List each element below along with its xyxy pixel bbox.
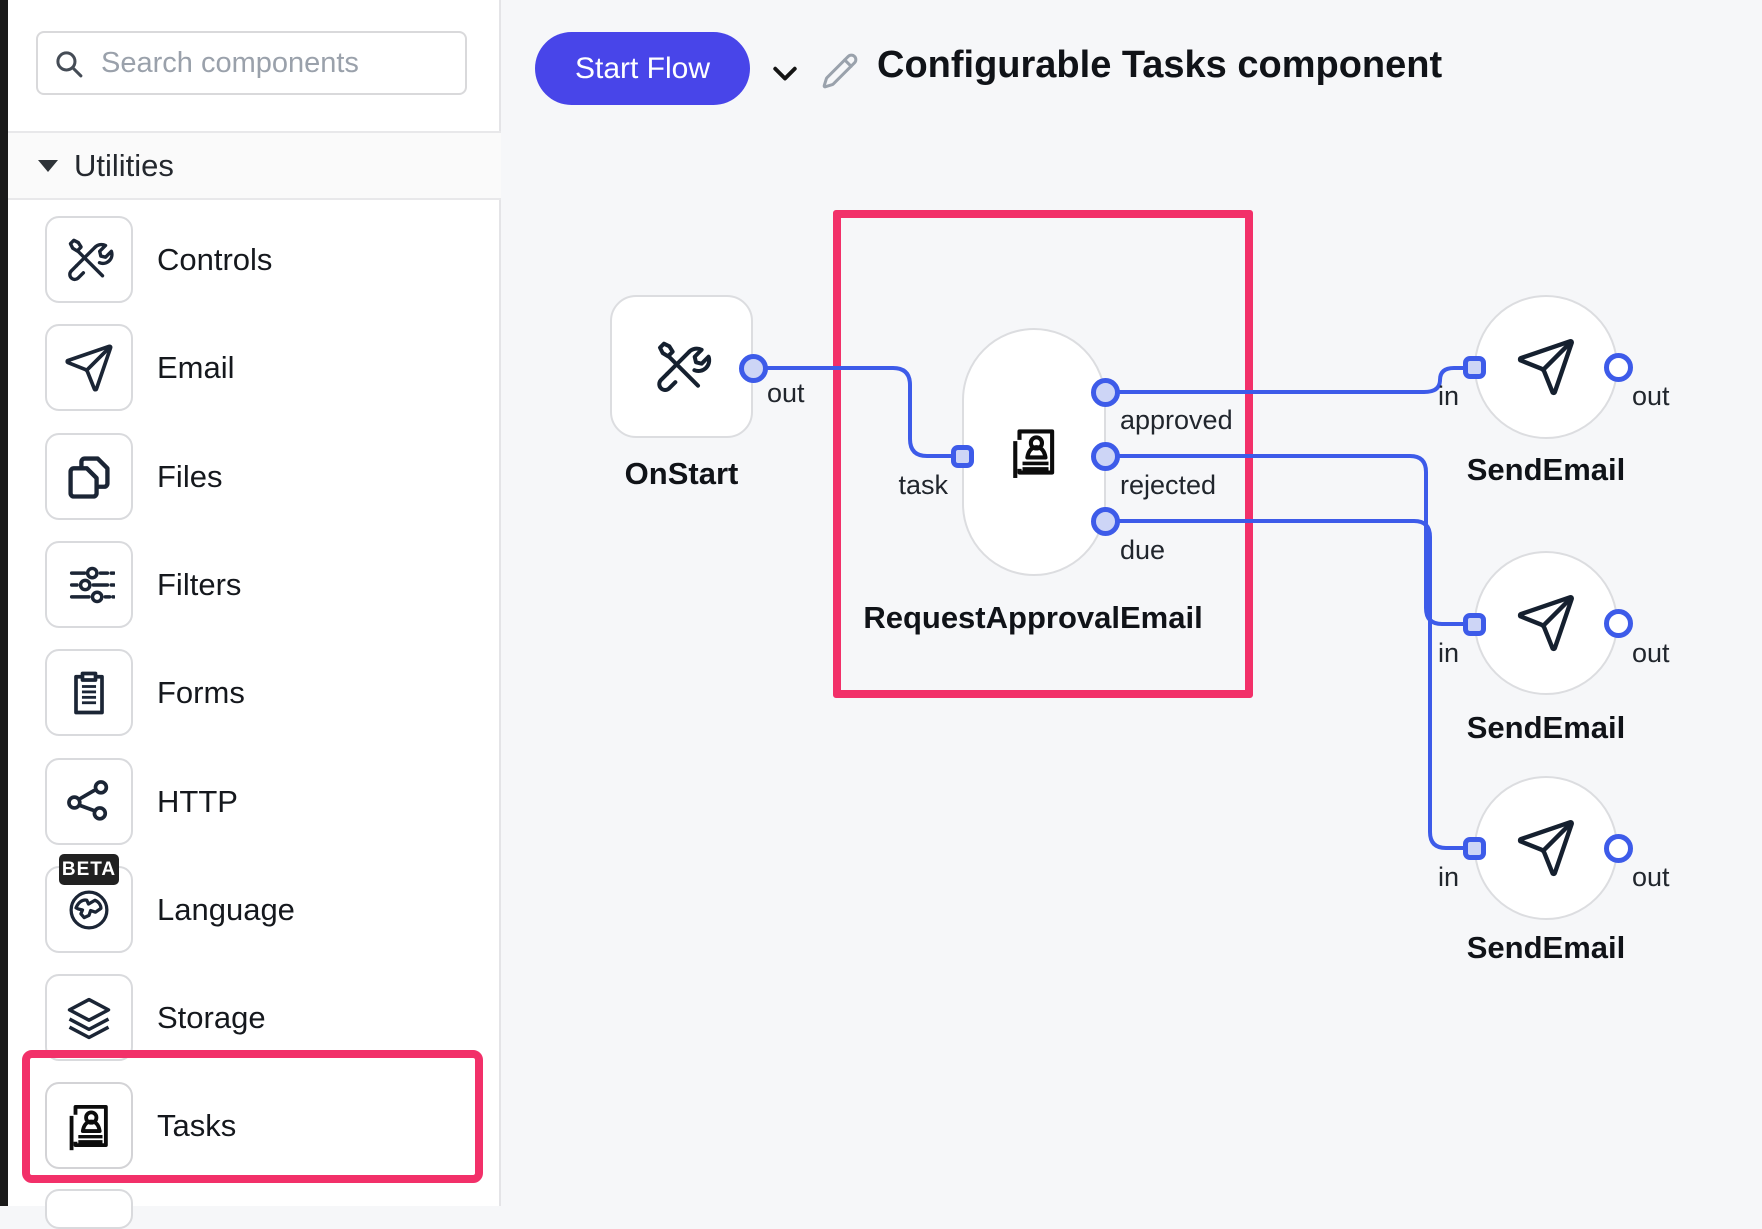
sidebar-item-label: Files [157, 459, 223, 494]
clipboard-icon [63, 667, 115, 719]
copy-pages-icon [63, 451, 115, 503]
node-sendemail-2[interactable] [1474, 551, 1618, 695]
node-request-approval-email[interactable] [962, 328, 1106, 576]
page-title: Configurable Tasks component [877, 44, 1443, 86]
sidebar-item-controls[interactable]: Controls [0, 216, 501, 304]
port-onstart-out[interactable] [739, 354, 768, 383]
tools-icon [62, 233, 116, 287]
paper-plane-icon [1515, 592, 1577, 654]
paper-plane-icon [1515, 817, 1577, 879]
edge-rejected-in[interactable] [1103, 454, 1467, 626]
sidebar-item-label: HTTP [157, 784, 238, 819]
port-sendemail-2-out[interactable] [1604, 609, 1633, 638]
id-badge-icon [1005, 423, 1063, 481]
sidebar-item-partial[interactable] [45, 1189, 133, 1229]
port-due-out[interactable] [1091, 507, 1120, 536]
port-sendemail-3-in[interactable] [1463, 837, 1486, 860]
port-label-out: out [1632, 638, 1670, 668]
utilities-section-header[interactable]: Utilities [0, 131, 501, 200]
port-label-in: in [1437, 862, 1459, 892]
tasks-tile [45, 1082, 133, 1169]
id-badge-icon [62, 1099, 116, 1153]
port-sendemail-2-in[interactable] [1463, 613, 1486, 636]
beta-badge: BETA [59, 854, 119, 885]
sidebar-item-label: Email [157, 350, 235, 385]
port-label-out: out [767, 378, 805, 408]
sidebar-item-label: Storage [157, 1000, 266, 1035]
sidebar-item-tasks[interactable]: Tasks [0, 1082, 501, 1170]
edge-onstart-task[interactable] [751, 366, 955, 458]
port-label-out: out [1632, 381, 1670, 411]
files-tile [45, 433, 133, 520]
port-task-in[interactable] [951, 445, 974, 468]
node-title: SendEmail [1466, 930, 1626, 965]
controls-tile [45, 216, 133, 303]
node-sendemail-1[interactable] [1474, 295, 1618, 439]
sidebar-item-label: Forms [157, 675, 245, 710]
utilities-section-label: Utilities [74, 147, 174, 183]
sliders-icon [63, 559, 115, 611]
port-label-out: out [1632, 862, 1670, 892]
sidebar-item-label: Language [157, 892, 295, 927]
node-title: SendEmail [1466, 710, 1626, 745]
port-sendemail-1-out[interactable] [1604, 353, 1633, 382]
start-flow-button[interactable]: Start Flow [535, 32, 750, 105]
node-title: OnStart [624, 456, 739, 491]
sidebar-item-forms[interactable]: Forms [0, 649, 501, 737]
node-sendemail-3[interactable] [1474, 776, 1618, 920]
sidebar-item-label: Filters [157, 567, 242, 602]
port-rejected-out[interactable] [1091, 442, 1120, 471]
flow-canvas[interactable]: Start Flow Configurable Tasks component … [503, 0, 1762, 1206]
paper-plane-icon [1515, 336, 1577, 398]
edge-layer [751, 366, 1467, 850]
tools-icon [650, 335, 714, 399]
port-sendemail-1-in[interactable] [1463, 356, 1486, 379]
layers-icon [63, 992, 115, 1044]
node-title: SendEmail [1466, 452, 1626, 487]
http-tile [45, 758, 133, 845]
port-sendemail-3-out[interactable] [1604, 834, 1633, 863]
paper-plane-icon [63, 342, 115, 394]
port-label-task: task [898, 470, 948, 500]
port-label-rejected: rejected [1120, 470, 1217, 500]
port-label-in: in [1437, 381, 1459, 411]
port-label-approved: approved [1120, 405, 1233, 435]
storage-tile [45, 974, 133, 1061]
sidebar-item-storage[interactable]: Storage [0, 974, 501, 1062]
language-tile: BETA [45, 854, 133, 953]
email-tile [45, 324, 133, 411]
edge-approved-in[interactable] [1103, 366, 1467, 394]
sidebar-item-filters[interactable]: Filters [0, 541, 501, 629]
node-title: RequestApprovalEmail [863, 600, 1203, 635]
caret-down-icon [38, 159, 58, 172]
filters-tile [45, 541, 133, 628]
share-nodes-icon [63, 776, 115, 828]
forms-tile [45, 649, 133, 736]
port-label-in: in [1437, 638, 1459, 668]
port-approved-out[interactable] [1091, 378, 1120, 407]
globe-icon [63, 884, 115, 936]
sidebar-item-label: Controls [157, 242, 273, 277]
sidebar-item-email[interactable]: Email [0, 324, 501, 412]
edge-due-in[interactable] [1103, 519, 1467, 850]
port-label-due: due [1120, 535, 1166, 565]
sidebar-item-http[interactable]: HTTP [0, 758, 501, 846]
left-edge-strip [0, 0, 8, 1206]
sidebar-item-label: Tasks [157, 1108, 237, 1143]
sidebar-item-files[interactable]: Files [0, 433, 501, 521]
search-input[interactable] [99, 45, 451, 81]
component-sidebar: Utilities Controls Email Files Filters F… [0, 0, 501, 1229]
search-icon [52, 47, 85, 80]
sidebar-item-language[interactable]: BETA Language [0, 854, 501, 954]
search-box [36, 31, 467, 95]
node-onstart[interactable] [610, 295, 753, 438]
